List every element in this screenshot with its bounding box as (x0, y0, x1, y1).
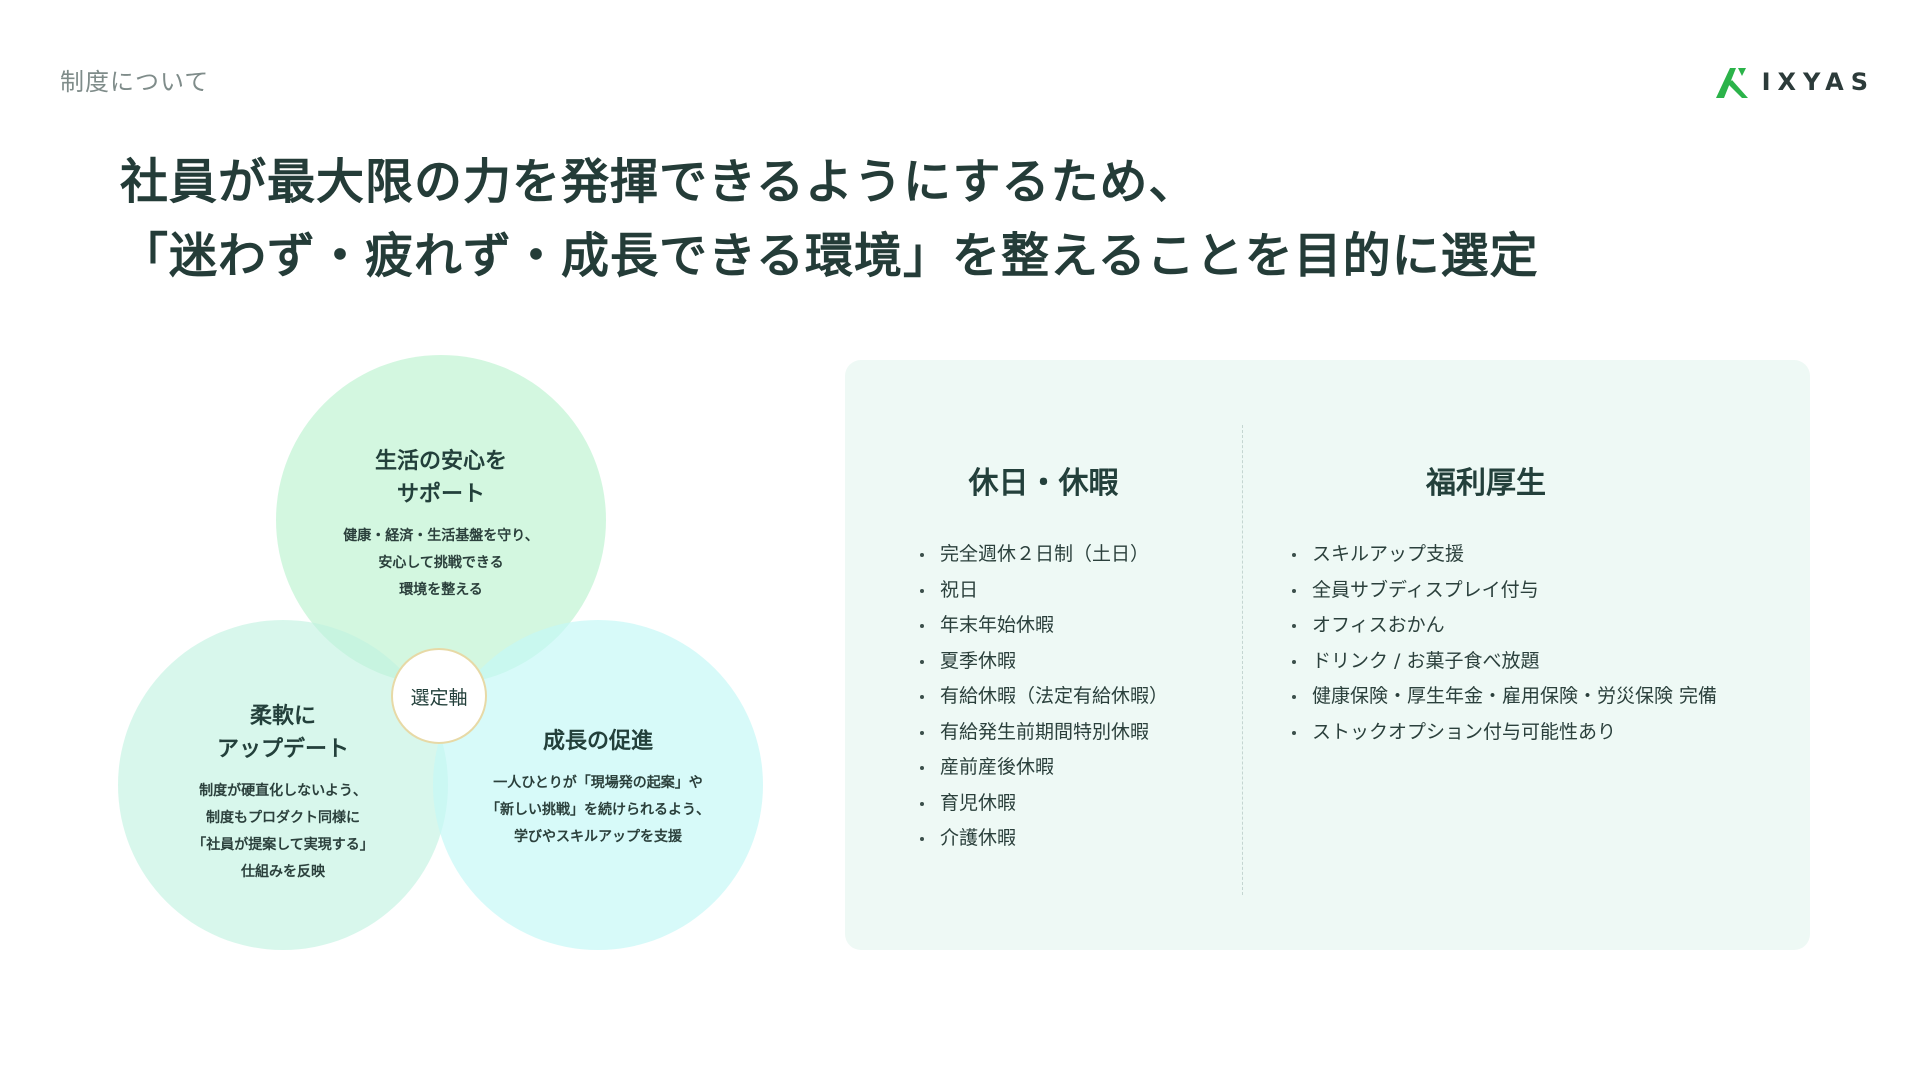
benefits-panel: 休日・休暇 完全週休２日制（土日） 祝日 年末年始休暇 夏季休暇 有給休暇（法定… (845, 360, 1810, 950)
circle-growth (433, 620, 763, 950)
list-item: 夏季休暇 (920, 644, 1168, 680)
circle-desc-line: 環境を整える (399, 582, 483, 598)
circle-desc-line: 制度もプロダクト同様に (206, 810, 360, 826)
list-item: 全員サブディスプレイ付与 (1292, 573, 1717, 609)
logo-text: IXYAS (1761, 68, 1875, 96)
selection-axis-venn: 生活の安心を サポート 健康・経済・生活基盤を守り、 安心して挑戦できる 環境を… (118, 355, 768, 955)
headline-line-2: 「迷わず・疲れず・成長できる環境」を整えることを目的に選定 (120, 228, 1539, 284)
column-divider (1242, 425, 1243, 895)
list-item: 育児休暇 (920, 786, 1168, 822)
circle-desc-line: 「新しい挑戦」を続けられるよう、 (486, 802, 710, 818)
circle-title-line: 柔軟に (249, 704, 316, 729)
circle-desc-line: 安心して挑戦できる (378, 555, 504, 571)
circle-flexible-update (118, 620, 448, 950)
list-item: 介護休暇 (920, 821, 1168, 857)
circle-desc-line: 仕組みを反映 (241, 864, 325, 880)
brand-logo: IXYAS (1712, 62, 1875, 102)
circle-growth-text: 成長の促進 一人ひとりが「現場発の起案」や 「新しい挑戦」を続けられるよう、 学… (433, 725, 763, 851)
circle-desc-line: 健康・経済・生活基盤を守り、 (343, 528, 539, 544)
circle-desc-line: 制度が硬直化しないよう、 (199, 783, 367, 799)
list-item: スキルアップ支援 (1292, 537, 1717, 573)
center-badge: 選定軸 (391, 648, 487, 744)
circle-title-line: アップデート (216, 737, 349, 762)
page-headline: 社員が最大限の力を発揮できるようにするため、 「迷わず・疲れず・成長できる環境」… (120, 145, 1539, 293)
list-item: 年末年始休暇 (920, 608, 1168, 644)
circle-title-line: 成長の促進 (542, 729, 653, 754)
list-item: 有給休暇（法定有給休暇） (920, 679, 1168, 715)
welfare-list: スキルアップ支援 全員サブディスプレイ付与 オフィスおかん ドリンク / お菓子… (1292, 537, 1717, 750)
headline-line-1: 社員が最大限の力を発揮できるようにするため、 (120, 154, 1198, 210)
circle-desc-line: 「社員が提案して実現する」 (192, 837, 374, 853)
list-item: オフィスおかん (1292, 608, 1717, 644)
list-item: ストックオプション付与可能性あり (1292, 715, 1717, 751)
list-item: ドリンク / お菓子食べ放題 (1292, 644, 1717, 680)
ixyas-mark-icon (1715, 68, 1748, 98)
holidays-list: 完全週休２日制（土日） 祝日 年末年始休暇 夏季休暇 有給休暇（法定有給休暇） … (920, 537, 1168, 857)
list-item: 祝日 (920, 573, 1168, 609)
circle-life-support-text: 生活の安心を サポート 健康・経済・生活基盤を守り、 安心して挑戦できる 環境を… (276, 445, 606, 604)
holidays-title: 休日・休暇 (968, 466, 1119, 501)
list-item: 健康保険・厚生年金・雇用保険・労災保険 完備 (1292, 679, 1717, 715)
circle-desc-line: 一人ひとりが「現場発の起案」や (493, 775, 703, 791)
list-item: 産前産後休暇 (920, 750, 1168, 786)
section-label: 制度について (60, 68, 210, 96)
circle-title-line: 生活の安心を (374, 449, 507, 474)
circle-title-line: サポート (396, 482, 485, 507)
welfare-title: 福利厚生 (1426, 466, 1546, 501)
circle-flexible-update-text: 柔軟に アップデート 制度が硬直化しないよう、 制度もプロダクト同様に 「社員が… (118, 700, 448, 886)
circle-desc-line: 学びやスキルアップを支援 (514, 829, 682, 845)
list-item: 有給発生前期間特別休暇 (920, 715, 1168, 751)
list-item: 完全週休２日制（土日） (920, 537, 1168, 573)
